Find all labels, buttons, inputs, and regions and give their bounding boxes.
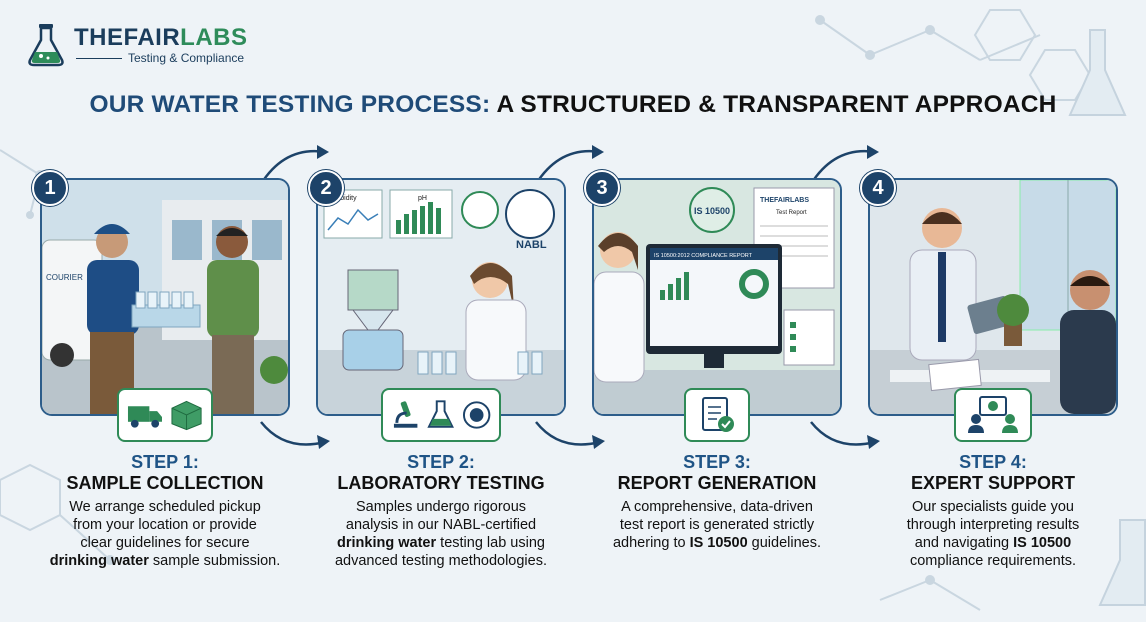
step-description: We arrange scheduled pickup from your lo…: [10, 498, 320, 570]
brand-logo: THEFAIRLABS Testing & Compliance: [26, 22, 248, 68]
desc-text: test report is generated strictly: [619, 517, 815, 533]
desc-emphasis: drinking water: [49, 553, 149, 569]
desc-line: A comprehensive, data-driven: [562, 498, 872, 516]
step-title: LABORATORY TESTING: [337, 473, 545, 493]
desc-text: advanced testing methodologies.: [334, 553, 547, 569]
delivery-truck-icon: [127, 406, 162, 428]
courier-van-label: COURIER: [46, 273, 83, 282]
desc-line: test report is generated strictly: [562, 516, 872, 534]
page-headline: OUR WATER TESTING PROCESS: A STRUCTURED …: [0, 91, 1146, 119]
consultation-icon: [968, 396, 1018, 433]
headline-part2: A STRUCTURED & TRANSPARENT APPROACH: [490, 91, 1057, 118]
step-title-number: STEP 2:: [407, 452, 475, 472]
nabl-logo-label: NABL: [516, 239, 547, 251]
desc-text: and navigating: [914, 535, 1014, 551]
brand-name: THEFAIRLABS: [74, 25, 248, 51]
sample-collection-scene: COURIER: [42, 180, 288, 414]
step-title-number: STEP 1:: [131, 452, 199, 472]
desc-text: testing lab using: [436, 535, 545, 551]
desc-text: through interpreting results: [906, 517, 1080, 533]
ph-chart-label: pH: [418, 195, 427, 202]
nabl-seal-icon: [462, 401, 491, 429]
step-illustration: Turbidity pH NABL: [316, 178, 566, 416]
brand-name-part1: THEFAIR: [74, 24, 181, 51]
arrow-top-2-3: [534, 145, 604, 185]
desc-line: drinking water sample submission.: [10, 552, 320, 570]
desc-text: from your location or provide: [73, 517, 257, 533]
step-title: REPORT GENERATION: [617, 473, 817, 493]
step-title-number: STEP 4:: [959, 452, 1027, 472]
desc-line: and navigating IS 10500: [838, 534, 1146, 552]
desc-text: adhering to: [612, 535, 690, 551]
step-title: SAMPLE COLLECTION: [66, 473, 264, 493]
desc-line: We arrange scheduled pickup: [10, 498, 320, 516]
desc-text: compliance requirements.: [909, 553, 1077, 569]
desc-text: Samples undergo rigorous: [355, 499, 527, 515]
brand-tagline: Testing & Compliance: [76, 51, 248, 65]
step-badge: [117, 388, 213, 442]
desc-text: sample submission.: [148, 553, 281, 569]
brand-name-part2: LABS: [180, 24, 248, 51]
laboratory-scene: Turbidity pH NABL: [318, 180, 564, 414]
step-description: Samples undergo rigorous analysis in our…: [286, 498, 596, 570]
desc-emphasis: IS 10500: [689, 535, 748, 551]
package-box-icon: [171, 400, 202, 431]
desc-text: guidelines.: [747, 535, 821, 551]
step-illustration: [868, 178, 1118, 416]
expert-support-scene: [870, 180, 1116, 414]
step-title-number: STEP 3:: [683, 452, 751, 472]
flask-icon: [427, 400, 455, 428]
microscope-icon: [393, 401, 418, 428]
step-illustration: COURIER: [40, 178, 290, 416]
arrow-bottom-2-3: [535, 421, 605, 449]
desc-emphasis: IS 10500: [1013, 535, 1072, 551]
desc-line: advanced testing methodologies.: [286, 552, 596, 570]
headline-part1: OUR WATER TESTING PROCESS:: [89, 91, 491, 118]
report-brand-label: THEFAIRLABS: [760, 197, 809, 204]
desc-emphasis: drinking water: [337, 535, 437, 551]
arrow-top-3-4: [809, 145, 879, 185]
desc-line: drinking water testing lab using: [286, 534, 596, 552]
step-description: A comprehensive, data-driven test report…: [562, 498, 872, 552]
step-description: Our specialists guide you through interp…: [838, 498, 1146, 570]
arrow-bottom-3-4: [810, 421, 880, 449]
arrow-top-1-2: [259, 145, 329, 185]
step-badge: [381, 388, 501, 442]
compliance-report-screen-title: IS 10500:2012 COMPLIANCE REPORT: [654, 253, 753, 259]
desc-text: clear guidelines for secure: [80, 535, 250, 551]
step-number-badge: 4: [860, 170, 896, 206]
is10500-seal-label: IS 10500: [694, 206, 730, 216]
turbidity-chart-label: Turbidity: [330, 195, 357, 202]
desc-text: Our specialists guide you: [912, 499, 1074, 515]
step-badge: [684, 388, 750, 442]
step-badge: [954, 388, 1032, 442]
step-title: EXPERT SUPPORT: [910, 473, 1076, 493]
step-number-badge: 1: [32, 170, 68, 206]
desc-line: clear guidelines for secure: [10, 534, 320, 552]
desc-line: adhering to IS 10500 guidelines.: [562, 534, 872, 552]
step-illustration: IS 10500 THEFAIRLABS Test Report IS 1050…: [592, 178, 842, 416]
test-report-label: Test Report: [776, 210, 807, 216]
desc-line: Samples undergo rigorous: [286, 498, 596, 516]
desc-line: analysis in our NABL-certified: [286, 516, 596, 534]
desc-line: Our specialists guide you: [838, 498, 1146, 516]
desc-line: from your location or provide: [10, 516, 320, 534]
arrow-bottom-1-2: [260, 421, 330, 449]
flask-logo-icon: [28, 24, 64, 67]
report-checklist-icon: [702, 397, 734, 432]
desc-line: through interpreting results: [838, 516, 1146, 534]
report-generation-scene: IS 10500 THEFAIRLABS Test Report IS 1050…: [594, 180, 840, 414]
desc-text: A comprehensive, data-driven: [621, 499, 813, 515]
step-number-badge: 2: [308, 170, 344, 206]
desc-text: We arrange scheduled pickup: [69, 499, 261, 515]
step-number-badge: 3: [584, 170, 620, 206]
desc-line: compliance requirements.: [838, 552, 1146, 570]
desc-text: analysis in our NABL-certified: [345, 517, 537, 533]
